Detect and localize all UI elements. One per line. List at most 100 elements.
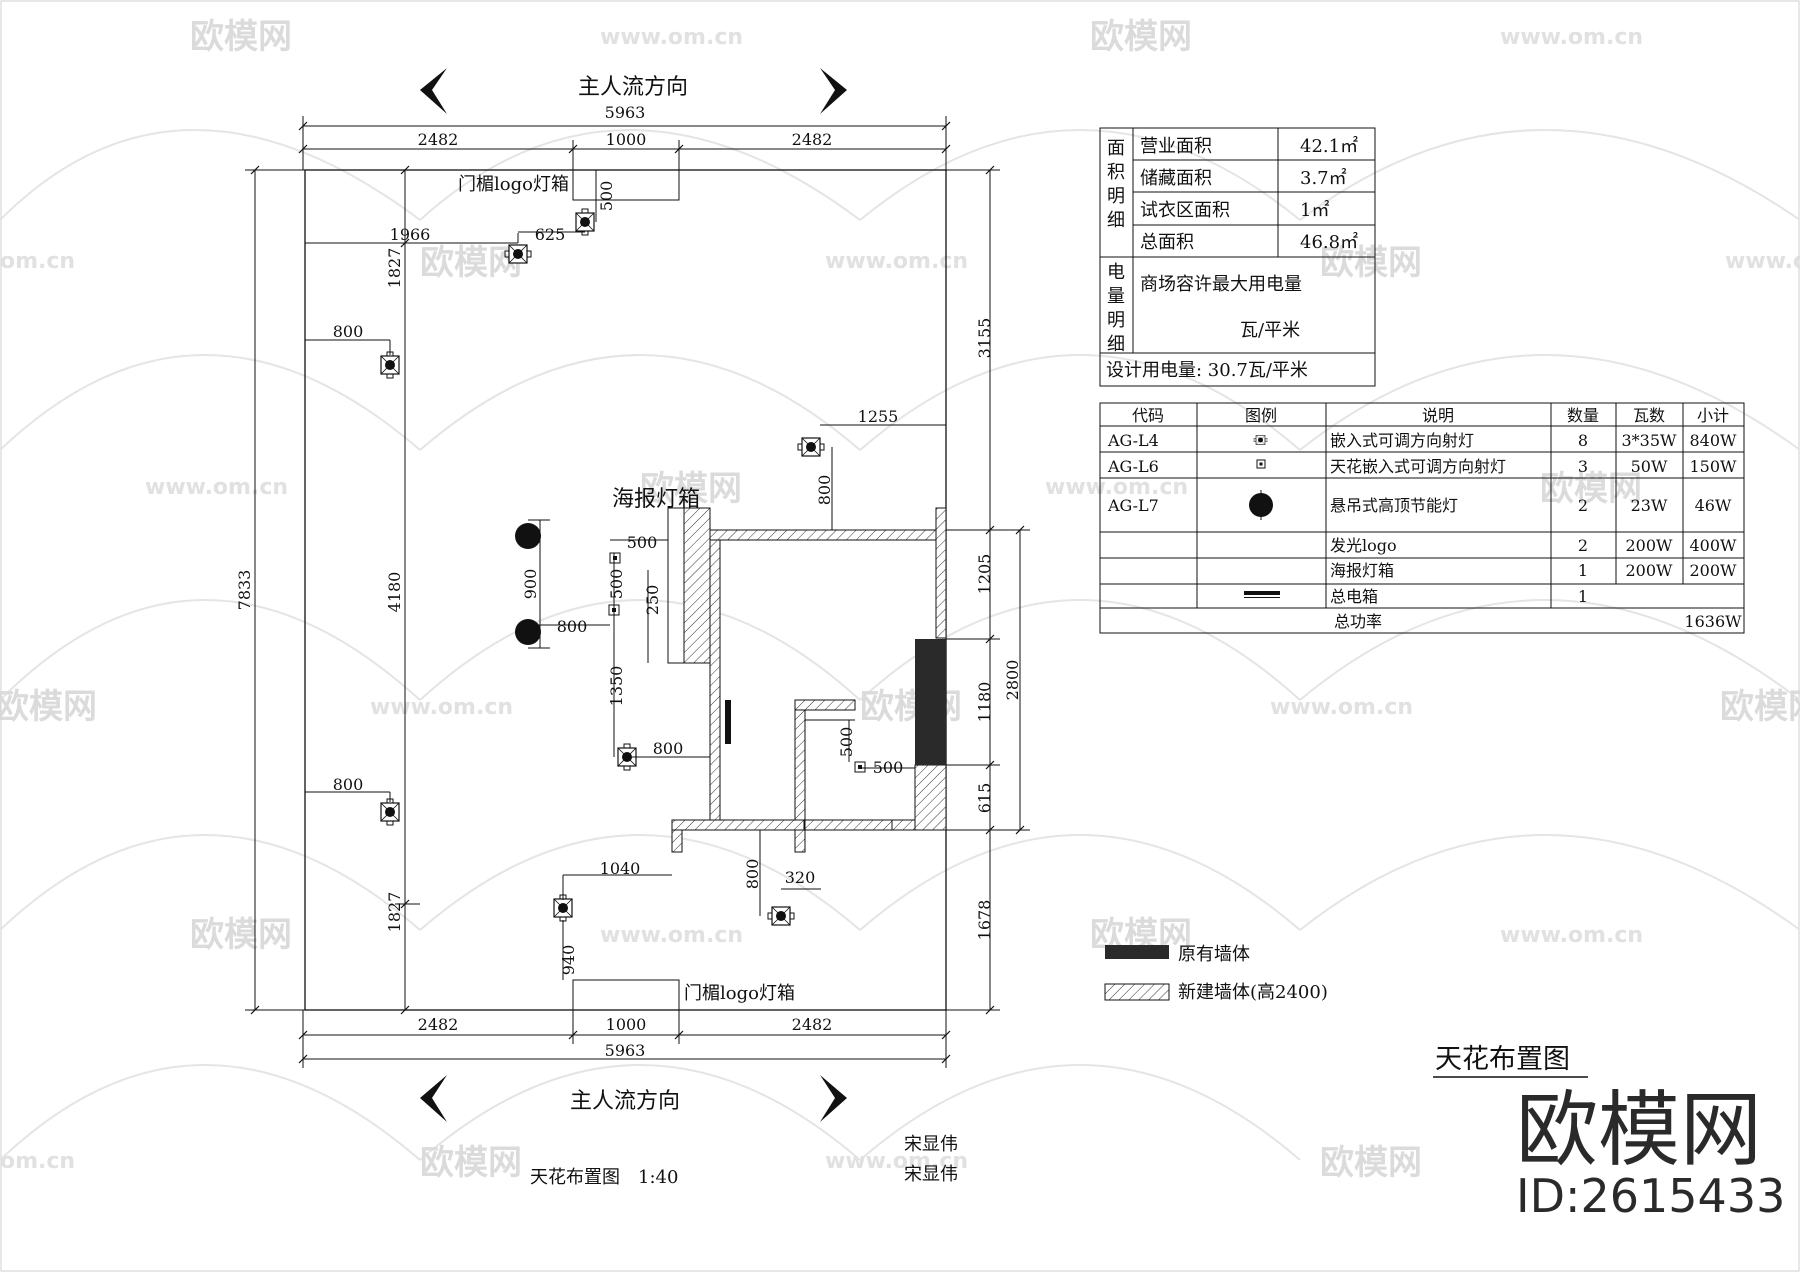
- dim-seg-right: 2482: [792, 130, 833, 149]
- arrow-left-icon: [420, 68, 447, 114]
- area-row-name: 营业面积: [1140, 136, 1212, 157]
- legend-header: 数量: [1567, 406, 1599, 425]
- watermark-logo: 欧模网: [860, 687, 962, 727]
- watermark-url: www.om.cn: [145, 475, 288, 500]
- legend-desc: 总电箱: [1330, 587, 1378, 606]
- area-row-name: 总面积: [1140, 232, 1194, 253]
- spotlight-icon: [767, 906, 795, 926]
- dim-left-top: 1827: [385, 248, 404, 289]
- logo-box-top: [572, 169, 680, 201]
- watermark-url: www.om.cn: [370, 695, 513, 720]
- dim-left-mid: 4180: [385, 572, 404, 613]
- logo-box-top-label: 门楣logo灯箱: [458, 174, 569, 195]
- adjustable-spotlight-icon: [1253, 435, 1268, 445]
- flow-label-bottom: 主人流方向: [570, 1089, 680, 1114]
- legend-total-value: 1636W: [1684, 612, 1742, 631]
- dim-seg-mid-bottom: 1000: [606, 1015, 647, 1034]
- legend-header: 说明: [1422, 406, 1454, 425]
- legend-desc: 海报灯箱: [1330, 561, 1394, 580]
- area-row-name: 试衣区面积: [1140, 200, 1230, 221]
- dim-800-b: 800: [815, 475, 834, 506]
- arrow-left-icon: [420, 1075, 447, 1122]
- dim-800-d: 800: [653, 739, 684, 758]
- watermark-logo: 欧模网: [190, 915, 292, 955]
- legend-watt: 50W: [1631, 457, 1668, 476]
- dim-seg-left-bottom: 2482: [418, 1015, 459, 1034]
- dim-seg-right-bottom: 2482: [792, 1015, 833, 1034]
- legend-subtotal: 150W: [1690, 457, 1738, 476]
- watermark-url: om.cn: [0, 1149, 75, 1174]
- spotlight-icon: [380, 798, 400, 826]
- distribution-box-icon: [725, 700, 731, 744]
- watermark-url: www.om.cn: [600, 25, 743, 50]
- watermark-logo: 欧模网: [420, 1143, 522, 1183]
- watermark-logo: 欧模网: [1540, 469, 1642, 509]
- legend-subtotal: 200W: [1690, 561, 1738, 580]
- spotlight-icon: [575, 208, 595, 236]
- watermark-url: www.om.cn: [825, 1149, 968, 1174]
- storage-room-walls: [671, 507, 947, 853]
- dim-right-room: 2800: [1003, 660, 1022, 701]
- poster-box: [667, 507, 685, 664]
- legend-qty: 2: [1578, 536, 1588, 555]
- watermark-logo: 欧模网: [0, 687, 97, 727]
- legend-code: AG-L6: [1107, 457, 1159, 476]
- legend-watt: 200W: [1626, 536, 1674, 555]
- bottom-dimensions: [298, 1010, 951, 1068]
- pendant-lamp-icon: [1249, 490, 1273, 520]
- watermark-url: www.om.cn: [1045, 475, 1188, 500]
- group-power-char: 细: [1107, 334, 1125, 355]
- area-row-value: 46.8㎡: [1300, 231, 1358, 253]
- new-wall-swatch: [1104, 983, 1170, 1001]
- watermark-url: www.om.cn: [1500, 923, 1643, 948]
- watermark-logo: 欧模网: [640, 469, 742, 509]
- watermark-logo: 欧模网: [1320, 243, 1422, 283]
- dim-320: 320: [785, 868, 816, 887]
- legend-watt: 200W: [1626, 561, 1674, 580]
- watermark-url: www.om.cn: [1500, 25, 1643, 50]
- legend-qty: 2: [1578, 496, 1588, 515]
- author-name: 宋显伟: [904, 1134, 958, 1155]
- brand-id: ID:2615433: [1516, 1169, 1785, 1223]
- dim-1255: 1255: [858, 407, 899, 426]
- new-wall-label: 新建墙体(高2400): [1178, 982, 1328, 1003]
- group-power-char: 明: [1107, 310, 1125, 331]
- dim-1966: 1966: [390, 225, 431, 244]
- power-label: 商场容许最大用电量: [1140, 274, 1302, 295]
- dim-900: 900: [521, 569, 540, 600]
- dim-overall-width: 5963: [605, 103, 646, 122]
- arrow-right-icon: [820, 68, 847, 114]
- pendant-lamp-icon: [515, 523, 541, 549]
- internal-dim-lines: [305, 170, 946, 980]
- flow-arrows: 主人流方向 主人流方向: [420, 68, 847, 1122]
- watermark-url: www.om.cn: [1270, 695, 1413, 720]
- dim-500-d: 500: [837, 727, 856, 758]
- legend-desc: 嵌入式可调方向射灯: [1330, 431, 1474, 450]
- fixture-legend-table: 代码 图例 说明 数量 瓦数 小计 AG-L4 嵌入式可调方向射灯 8 3*35…: [1099, 402, 1745, 634]
- legend-watt: 3*35W: [1622, 431, 1678, 450]
- watermark-logo: 欧模网: [1090, 17, 1192, 57]
- plan-caption: 天花布置图 1:40: [530, 1167, 678, 1188]
- legend-qty: 1: [1578, 561, 1588, 580]
- legend-qty: 8: [1578, 431, 1588, 450]
- logo-box-bottom: [572, 979, 680, 1011]
- spotlight-icon: [380, 351, 400, 379]
- dim-right-4: 615: [975, 783, 994, 814]
- dim-500-top: 500: [597, 181, 616, 212]
- group-area-char: 细: [1107, 210, 1125, 231]
- design-power: 设计用电量: 30.7瓦/平米: [1106, 360, 1308, 381]
- watermark-logo: 欧模网: [190, 17, 292, 57]
- dim-overall-height: 7833: [235, 570, 254, 611]
- pendant-lamp-icon: [515, 619, 541, 645]
- dim-800-e: 800: [333, 775, 364, 794]
- logo-box-bottom-label: 门楣logo灯箱: [684, 983, 795, 1004]
- legend-desc: 悬吊式高顶节能灯: [1330, 496, 1458, 515]
- dim-left-bottom: 1827: [385, 892, 404, 933]
- small-spotlight-icon: [1256, 459, 1266, 469]
- legend-subtotal: 46W: [1695, 496, 1732, 515]
- watermark-url: www.om.cn: [600, 923, 743, 948]
- dim-625: 625: [535, 225, 566, 244]
- legend-desc: 发光logo: [1330, 536, 1397, 555]
- legend-header: 瓦数: [1633, 406, 1665, 425]
- brand-name: 欧模网: [1516, 1083, 1762, 1178]
